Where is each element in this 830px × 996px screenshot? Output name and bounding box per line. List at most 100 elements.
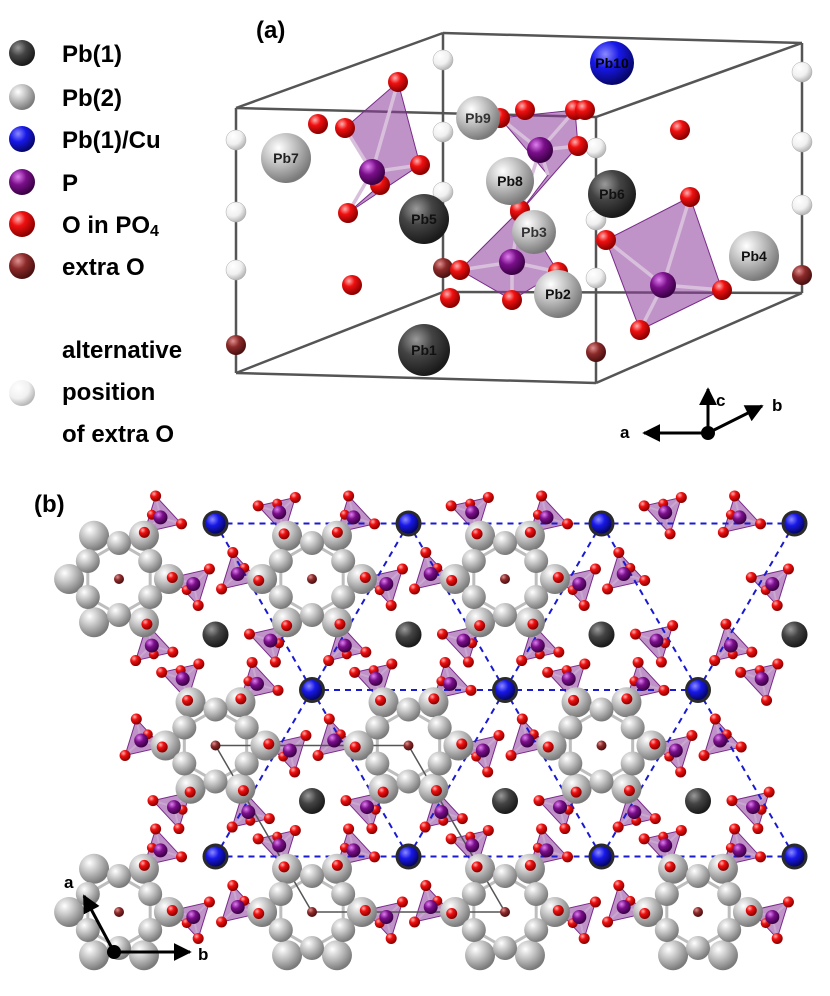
pb2-atom [524, 918, 549, 942]
oxygen-atom [712, 280, 732, 300]
atom-label: Pb9 [465, 110, 491, 126]
phosphorus-atom [442, 676, 457, 691]
oxygen-atom [184, 786, 196, 798]
pb2-atom [79, 853, 110, 884]
phosphorus-atom [346, 510, 361, 525]
legend-label-alt-1: alternative [62, 337, 182, 364]
pb2-atom [138, 585, 163, 609]
alt-extra-o-atom [225, 201, 247, 223]
oxygen-atom [436, 628, 448, 640]
oxygen-atom [410, 155, 430, 175]
legend-label-cu: Pb(1)/Cu [62, 127, 161, 154]
phosphorus-atom [765, 576, 780, 591]
oxygen-atom [658, 684, 670, 696]
pb2-atom [331, 549, 356, 573]
oxygen-atom [366, 823, 378, 835]
oxygen-atom [377, 786, 389, 798]
phosphorus-atom [616, 567, 631, 582]
oxygen-atom [450, 260, 470, 280]
oxygen-atom [430, 785, 442, 797]
oxygen-atom [772, 658, 784, 670]
pb2-atom [365, 715, 390, 740]
cu-atom-core [688, 680, 708, 700]
legend-item-pb2: Pb(2) [9, 84, 122, 112]
phosphorus-atom [553, 800, 568, 815]
oxygen-atom [553, 646, 565, 658]
oxygen-atom [243, 628, 255, 640]
pb2-atom [75, 549, 100, 573]
oxygen-atom [272, 684, 284, 696]
phosphorus-atom [360, 800, 375, 815]
phosphorus-atom [423, 567, 438, 582]
pb2-atom [331, 882, 356, 906]
oxygen-atom [709, 713, 721, 725]
pb2-atom [138, 918, 163, 942]
phosphorus-atom [167, 800, 182, 815]
oxygen-atom [388, 72, 408, 92]
pb2-atom [461, 918, 486, 942]
extra-o-atom [792, 265, 812, 285]
axis-origin-b [107, 945, 121, 959]
oxygen-atom [482, 491, 494, 503]
phosphorus-atom [539, 510, 554, 525]
lead-atom [399, 194, 449, 244]
oxygen-atom [709, 655, 721, 667]
oxygen-atom [533, 795, 545, 807]
oxygen-atom [664, 528, 676, 540]
oxygen-atom [462, 656, 474, 668]
axis-label-b-b: b [198, 945, 208, 964]
oxygen-atom [602, 916, 614, 928]
pb2-atom [493, 603, 517, 627]
legend-label-o: O in PO4 [62, 212, 159, 240]
atom-label: Pb8 [497, 173, 523, 189]
phosphorus-atom [713, 733, 728, 748]
oxygen-atom [589, 563, 601, 575]
oxygen-atom [612, 821, 624, 833]
oxygen-atom [263, 738, 275, 750]
alt-o-swatch [9, 380, 35, 406]
oxygen-atom [343, 823, 355, 835]
legend-label-alt-3: of extra O [62, 421, 174, 448]
atom-label: Pb10 [595, 55, 629, 71]
oxygen-atom [193, 658, 205, 670]
pb2-atom [461, 882, 486, 906]
oxygen-atom [150, 490, 162, 502]
oxygen-atom [465, 684, 477, 696]
phosphorus-atom [539, 843, 554, 858]
alt-extra-o-atom [432, 49, 454, 71]
extra-o-atom [114, 574, 124, 584]
oxygen-atom [729, 490, 741, 502]
panel-label-a: (a) [256, 17, 285, 44]
pb1-atom [492, 788, 518, 814]
pb2-atom [79, 520, 110, 551]
oxygen-atom [138, 526, 150, 538]
alt-extra-o-atom [432, 121, 454, 143]
legend-item-pb1: Pb(1) [9, 40, 122, 68]
extra-o-atom [226, 335, 246, 355]
oxygen-atom [440, 288, 460, 308]
oxygen-atom [300, 730, 312, 742]
oxygen-atom [338, 203, 358, 223]
alt-extra-o-atom [585, 137, 607, 159]
oxygen-atom [360, 646, 372, 658]
oxygen-atom [552, 904, 564, 916]
oxygen-atom [278, 861, 290, 873]
oxygen-atom [216, 916, 228, 928]
oxygen-atom [385, 599, 397, 611]
oxygen-atom [471, 528, 483, 540]
extra-o-atom [500, 574, 510, 584]
oxygen-atom [502, 290, 522, 310]
cell-edge [235, 371, 597, 385]
oxygen-atom [562, 851, 574, 863]
pb2-atom [589, 697, 614, 722]
pb2-atom [128, 940, 159, 971]
phosphorus-atom [465, 838, 480, 853]
extra-o-atom [586, 342, 606, 362]
oxygen-atom [630, 320, 650, 340]
oxygen-atom [226, 821, 238, 833]
axis-a-arrow-b [82, 894, 116, 953]
oxygen-atom [147, 795, 159, 807]
phosphorus-atom [272, 505, 287, 520]
lead-atom [261, 133, 311, 183]
atom-label: Pb6 [599, 186, 625, 202]
